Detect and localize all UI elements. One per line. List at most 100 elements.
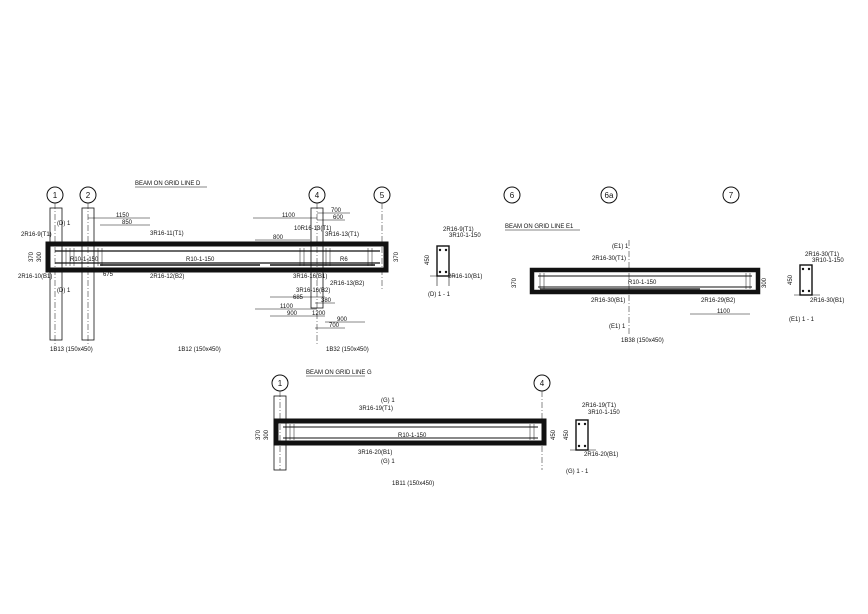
rebar-label: 2R16-10(B1) (448, 274, 482, 280)
beam-g-body (273, 418, 547, 446)
stirrup-label: 3R10-1-150 (588, 410, 620, 416)
gridline-e1-6a: 6a (600, 186, 618, 204)
section-mark: (G) 1 (381, 398, 395, 404)
gridline-label: 6a (605, 191, 614, 200)
stirrup-label: 3R10-1-150 (449, 233, 481, 239)
rebar-label: 2R16-19(T1) (582, 403, 616, 409)
section-d: 2R16-9(T1) 3R10-1-150 2R16-10(B1) 450 (D… (425, 227, 482, 298)
beam-mark: 1B11 (150x450) (392, 481, 434, 487)
beam-mark: 1B12 (150x450) (178, 347, 221, 353)
rebar-label: 2R16-30(B1) (591, 298, 625, 304)
beam-d-group: BEAM ON GRID LINE D 1 2 4 5 (18, 181, 400, 353)
stirrup-label: R10-1-150 (398, 433, 427, 439)
depth-dimension: 450 (564, 429, 570, 440)
beam-g-group: BEAM ON GRID LINE G 1 4 (G) 1 (G) 1 3R16… (256, 370, 557, 487)
gridline-d-1: 1 (46, 186, 64, 345)
rebar-label: 3R16-13(T1) (325, 232, 359, 238)
gridline-label: 4 (315, 191, 320, 200)
gridline-e1-7: 7 (722, 186, 740, 204)
section-title: (G) 1 - 1 (566, 469, 589, 475)
beam-e1-group: BEAM ON GRID LINE E1 6 6a 7 (E1) 1 (E1) … (503, 186, 768, 344)
dimension-label: 685 (293, 295, 304, 301)
depth-dimension: 370 (29, 251, 35, 262)
rebar-label: 2R16-30(B1) (810, 298, 844, 304)
depth-dimension: 450 (551, 429, 557, 440)
stirrup-label: R10-1-150 (70, 257, 99, 263)
depth-dimension: 300 (264, 429, 270, 440)
rebar-label: 2R16-29(B2) (701, 298, 735, 304)
depth-dimension: 300 (762, 277, 768, 288)
dimension-label: 1150 (116, 213, 130, 219)
stirrup-label: 3R10-1-150 (812, 258, 844, 264)
column-outline (49, 207, 63, 341)
rebar-label: 3R16-11(T1) (150, 231, 184, 237)
depth-dimension: 370 (512, 277, 518, 288)
section-mark: (E1) 1 (612, 244, 629, 250)
depth-dimension: 450 (788, 274, 794, 285)
beam-g-title: BEAM ON GRID LINE G (306, 370, 372, 376)
beam-e1-title: BEAM ON GRID LINE E1 (505, 224, 574, 230)
dimension-label: 900 (337, 317, 348, 323)
dimension-label: 700 (331, 208, 342, 214)
gridline-label: 7 (729, 191, 734, 200)
gridline-d-2: 2 (79, 186, 97, 345)
section-mark: (D) 1 (57, 221, 71, 227)
beam-d-body (45, 241, 389, 273)
gridline-d-4: 4 (308, 186, 326, 345)
gridline-label: 1 (278, 379, 283, 388)
stirrup-label: R10-1-150 (186, 257, 215, 263)
gridline-g-4: 4 (533, 374, 551, 470)
beam-mark: 1B13 (150x450) (50, 347, 93, 353)
stirrups (61, 248, 373, 266)
section-title: (E1) 1 - 1 (789, 317, 815, 323)
rebar-label: 10R16-13(T1) (294, 226, 331, 232)
dimension-label: 700 (329, 323, 340, 329)
dimension-label: 1200 (312, 311, 326, 317)
section-mark: (E1) 1 (609, 324, 626, 330)
gridline-label: 5 (380, 191, 385, 200)
dimension-label: 380 (321, 298, 332, 304)
rebar-label: 2R16-30(T1) (592, 256, 626, 262)
section-e1: 2R16-30(T1) 3R10-1-150 2R16-30(B1) 450 (… (788, 252, 844, 323)
dimension-label: 800 (273, 235, 284, 241)
gridline-label: 2 (86, 191, 91, 200)
rebar-label: 2R16-9(T1) (443, 227, 474, 233)
rebar-label: 2R16-9(T1) (21, 232, 52, 238)
rebar-label: 2R16-13(B2) (330, 281, 364, 287)
beam-mark: 1B38 (150x450) (621, 338, 664, 344)
section-mark: (G) 1 (381, 459, 395, 465)
beam-d-title: BEAM ON GRID LINE D (135, 181, 201, 187)
gridline-label: 4 (540, 379, 545, 388)
dimension-label: 850 (122, 220, 133, 226)
beam-e1-body (529, 267, 761, 295)
rebar-label: 3R16-19(T1) (359, 406, 393, 412)
dimension-label: 675 (103, 272, 114, 278)
rebar-label: 3R16-20(B1) (358, 450, 392, 456)
depth-dimension: 370 (394, 251, 400, 262)
dimension-label: 600 (333, 215, 344, 221)
column-outline (310, 207, 324, 309)
rebar-label: 2R16-10(B1) (18, 274, 52, 280)
dimension-label: 900 (287, 311, 298, 317)
gridline-g-1: 1 (271, 374, 289, 470)
depth-dimension: 450 (425, 254, 431, 265)
rebar-label: 2R16-20(B1) (584, 452, 618, 458)
section-g: 2R16-19(T1) 3R10-1-150 2R16-20(B1) 450 (… (564, 403, 620, 475)
gridline-label: 1 (53, 191, 58, 200)
column-outline (81, 207, 95, 341)
rebar-label: 2R16-12(B2) (150, 274, 184, 280)
beam-mark: 1B32 (150x450) (326, 347, 369, 353)
stirrup-label: R6 (340, 257, 348, 263)
depth-dimension: 370 (256, 429, 262, 440)
dimension-label: 1100 (717, 309, 731, 315)
dimension-label: 1100 (282, 213, 296, 219)
gridline-label: 6 (510, 191, 515, 200)
dimension-label: 1100 (280, 304, 294, 310)
gridline-e1-6: 6 (503, 186, 521, 204)
rebar-label: 2R16-30(T1) (805, 252, 839, 258)
section-title: (D) 1 - 1 (428, 292, 451, 298)
rebar-label: 3R16-16(B2) (296, 288, 330, 294)
section-mark: (D) 1 (57, 288, 71, 294)
depth-dimension: 300 (37, 251, 43, 262)
